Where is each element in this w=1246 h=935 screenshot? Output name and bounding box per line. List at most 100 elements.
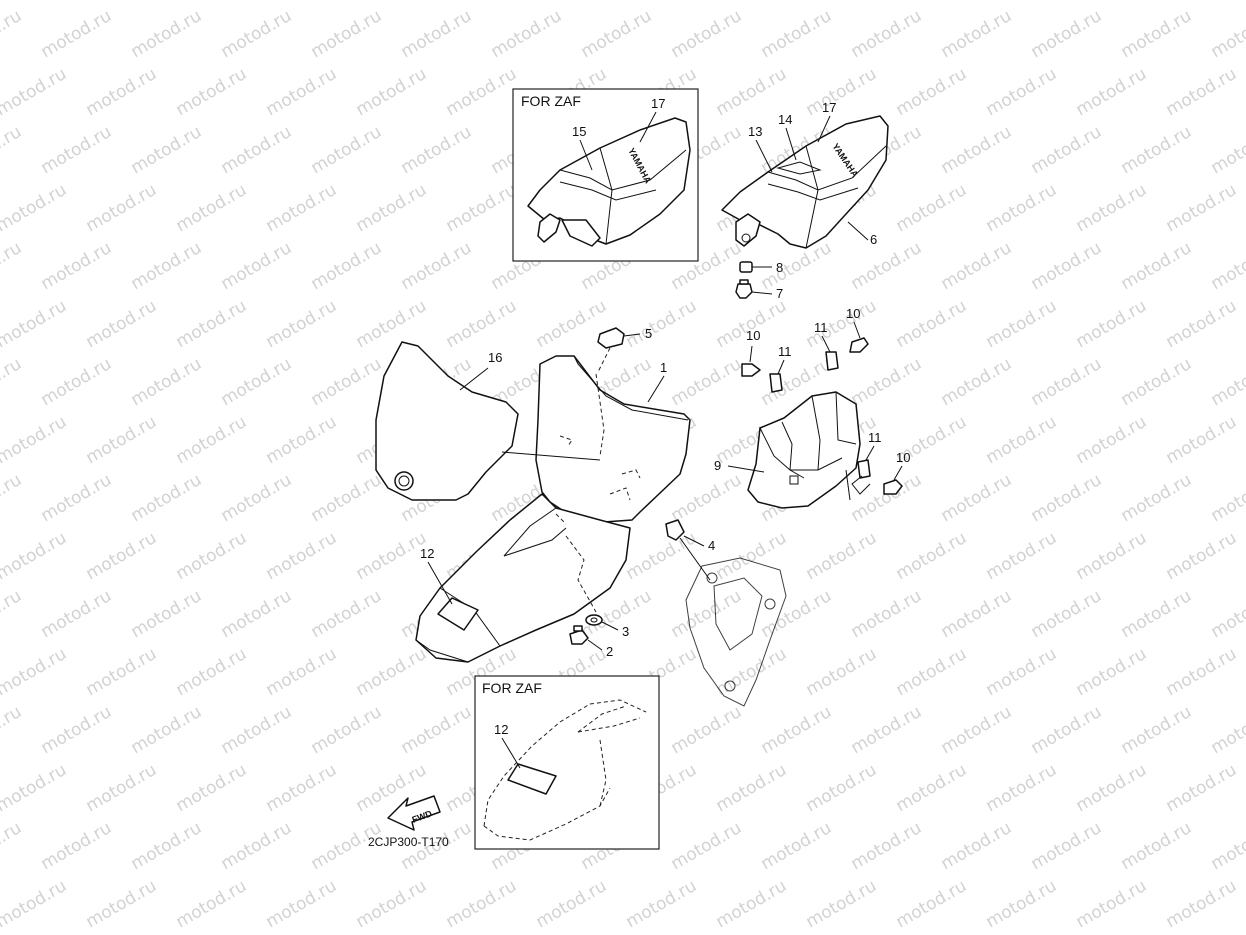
- watermark-text: motod.ru: [1073, 760, 1151, 816]
- under-cover-9: [747, 391, 861, 509]
- watermark-text: motod.ru: [38, 238, 116, 294]
- watermark-text: motod.ru: [1163, 528, 1241, 584]
- watermark-text: motod.ru: [938, 818, 1016, 874]
- watermark-text: motod.ru: [173, 0, 251, 4]
- watermark-text: motod.ru: [938, 586, 1016, 642]
- diagram-code: 2CJP300-T170: [368, 835, 449, 849]
- watermark-text: motod.ru: [533, 0, 611, 4]
- watermark-text: motod.ru: [893, 528, 971, 584]
- watermark-text: motod.ru: [533, 876, 611, 932]
- watermark-text: motod.ru: [0, 238, 25, 294]
- watermark-text: motod.ru: [488, 6, 566, 62]
- callout-2: 2: [606, 644, 613, 659]
- watermark-text: motod.ru: [1163, 644, 1241, 700]
- watermark-text: motod.ru: [983, 296, 1061, 352]
- watermark-text: motod.ru: [218, 122, 296, 178]
- watermark-text: motod.ru: [1208, 354, 1246, 410]
- watermark-text: motod.ru: [758, 586, 836, 642]
- watermark-text: motod.ru: [38, 122, 116, 178]
- watermark-text: motod.ru: [83, 0, 161, 4]
- watermark-text: motod.ru: [668, 6, 746, 62]
- watermark-text: motod.ru: [1028, 122, 1106, 178]
- watermark-text: motod.ru: [83, 180, 161, 236]
- watermark-text: motod.ru: [1208, 586, 1246, 642]
- watermark-text: motod.ru: [1073, 644, 1151, 700]
- callout-16: 16: [488, 350, 502, 365]
- watermark-text: motod.ru: [848, 354, 926, 410]
- watermark-text: motod.ru: [713, 644, 791, 700]
- watermark-text: motod.ru: [1208, 238, 1246, 294]
- callout-17-zaf: 17: [651, 96, 665, 111]
- watermark-text: motod.ru: [803, 644, 881, 700]
- watermark-text: motod.ru: [623, 0, 701, 4]
- watermark-text: motod.ru: [893, 64, 971, 120]
- watermark-text: motod.ru: [0, 180, 70, 236]
- watermark-text: motod.ru: [263, 296, 341, 352]
- watermark-text: motod.ru: [1163, 180, 1241, 236]
- watermark-text: motod.ru: [263, 412, 341, 468]
- bolt-part-10-c: [883, 479, 903, 495]
- callout-15: 15: [572, 124, 586, 139]
- watermark-text: motod.ru: [0, 354, 25, 410]
- watermark-text: motod.ru: [128, 470, 206, 526]
- watermark-text: motod.ru: [1163, 64, 1241, 120]
- watermark-text: motod.ru: [1028, 354, 1106, 410]
- watermark-text: motod.ru: [173, 180, 251, 236]
- watermark-text: motod.ru: [1163, 760, 1241, 816]
- watermark-text: motod.ru: [1163, 296, 1241, 352]
- watermark-text: motod.ru: [668, 354, 746, 410]
- watermark-text: motod.ru: [38, 702, 116, 758]
- watermark-text: motod.ru: [1028, 586, 1106, 642]
- watermark-text: motod.ru: [0, 122, 25, 178]
- watermark-text: motod.ru: [173, 528, 251, 584]
- washer-part-3: [585, 614, 603, 626]
- watermark-text: motod.ru: [1163, 876, 1241, 932]
- watermark-text: motod.ru: [263, 64, 341, 120]
- callout-11-a: 11: [778, 344, 792, 359]
- watermark-text: motod.ru: [578, 6, 656, 62]
- watermark-text: motod.ru: [443, 180, 521, 236]
- watermark-text: motod.ru: [443, 296, 521, 352]
- watermark-text: motod.ru: [353, 64, 431, 120]
- callout-13: 13: [748, 124, 762, 139]
- watermark-text: motod.ru: [668, 818, 746, 874]
- watermark-text: motod.ru: [848, 586, 926, 642]
- watermark-text: motod.ru: [983, 644, 1061, 700]
- watermark-text: motod.ru: [938, 354, 1016, 410]
- watermark-text: motod.ru: [893, 180, 971, 236]
- callout-8: 8: [776, 260, 783, 275]
- watermark-text: motod.ru: [893, 296, 971, 352]
- bolt-part-2: [569, 625, 589, 645]
- watermark-text: motod.ru: [398, 702, 476, 758]
- watermark-text: motod.ru: [218, 702, 296, 758]
- watermark-text: motod.ru: [803, 64, 881, 120]
- watermark-text: motod.ru: [938, 702, 1016, 758]
- watermark-text: motod.ru: [0, 470, 25, 526]
- watermark-text: motod.ru: [0, 586, 25, 642]
- watermark-text: motod.ru: [1118, 354, 1196, 410]
- front-cowl-1: [535, 355, 691, 523]
- watermark-text: motod.ru: [398, 122, 476, 178]
- watermark-text: motod.ru: [218, 238, 296, 294]
- watermark-text: motod.ru: [938, 470, 1016, 526]
- watermark-text: motod.ru: [173, 296, 251, 352]
- watermark-text: motod.ru: [263, 0, 341, 4]
- inset-fender-zaf-title: FOR ZAF: [482, 680, 542, 696]
- watermark-text: motod.ru: [353, 296, 431, 352]
- watermark-text: motod.ru: [0, 876, 70, 932]
- watermark-text: motod.ru: [398, 238, 476, 294]
- inset-seat-zaf: FOR ZAF YAMAHA 15 17: [512, 88, 699, 262]
- watermark-text: motod.ru: [128, 354, 206, 410]
- nut-clip-11-b: [825, 351, 839, 371]
- watermark-text: motod.ru: [1028, 818, 1106, 874]
- callout-14: 14: [778, 112, 792, 127]
- callout-1: 1: [660, 360, 667, 375]
- watermark-text: motod.ru: [128, 586, 206, 642]
- watermark-text: motod.ru: [983, 0, 1061, 4]
- watermark-text: motod.ru: [983, 528, 1061, 584]
- callout-7: 7: [776, 286, 783, 301]
- watermark-text: motod.ru: [1028, 702, 1106, 758]
- watermark-text: motod.ru: [308, 354, 386, 410]
- watermark-text: motod.ru: [848, 238, 926, 294]
- watermark-text: motod.ru: [1118, 122, 1196, 178]
